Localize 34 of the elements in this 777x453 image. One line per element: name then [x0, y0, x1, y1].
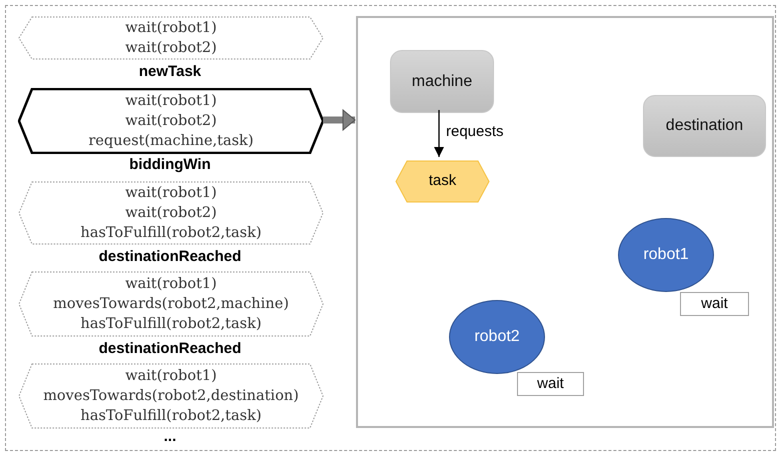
block-arrow [323, 110, 356, 130]
node-label: robot2 [474, 327, 520, 347]
entity-box [390, 50, 494, 113]
state-tag [680, 292, 749, 316]
state-fact: hasToFulfill(robot2,task) [80, 407, 262, 426]
scene-panel [356, 16, 774, 428]
node-label: wait [701, 294, 728, 314]
state-fact: request(machine,task) [88, 132, 254, 151]
arrow [434, 110, 444, 157]
event-label: ... [164, 426, 176, 447]
node-label: machine [412, 72, 472, 92]
event-label: newTask [138, 62, 202, 82]
event-label: destinationReached [98, 338, 242, 359]
state-fact: hasToFulfill(robot2,task) [80, 315, 262, 334]
dashed-frame [5, 5, 776, 451]
state-fact: wait(robot1) [125, 367, 217, 386]
node-label: destination [666, 116, 744, 136]
state-fact: wait(robot1) [125, 19, 217, 38]
state-fact: wait(robot2) [125, 204, 217, 223]
state-fact: wait(robot1) [125, 184, 217, 203]
node-label: wait [537, 374, 564, 394]
state-fact: hasToFulfill(robot2,task) [80, 224, 262, 243]
entity-box [643, 95, 766, 157]
state-fact: wait(robot1) [125, 92, 217, 111]
state-fact: movesTowards(robot2,machine) [53, 295, 289, 314]
state-fact: wait(robot2) [125, 39, 217, 58]
task-label: task [428, 171, 456, 192]
state-fact: wait(robot2) [125, 112, 217, 131]
event-label: biddingWin [129, 154, 211, 175]
state-fact: movesTowards(robot2,destination) [43, 387, 299, 406]
state-fact: wait(robot1) [125, 275, 217, 294]
event-label: destinationReached [98, 246, 242, 267]
node-label: robot1 [643, 245, 689, 265]
state-tag [517, 372, 584, 396]
